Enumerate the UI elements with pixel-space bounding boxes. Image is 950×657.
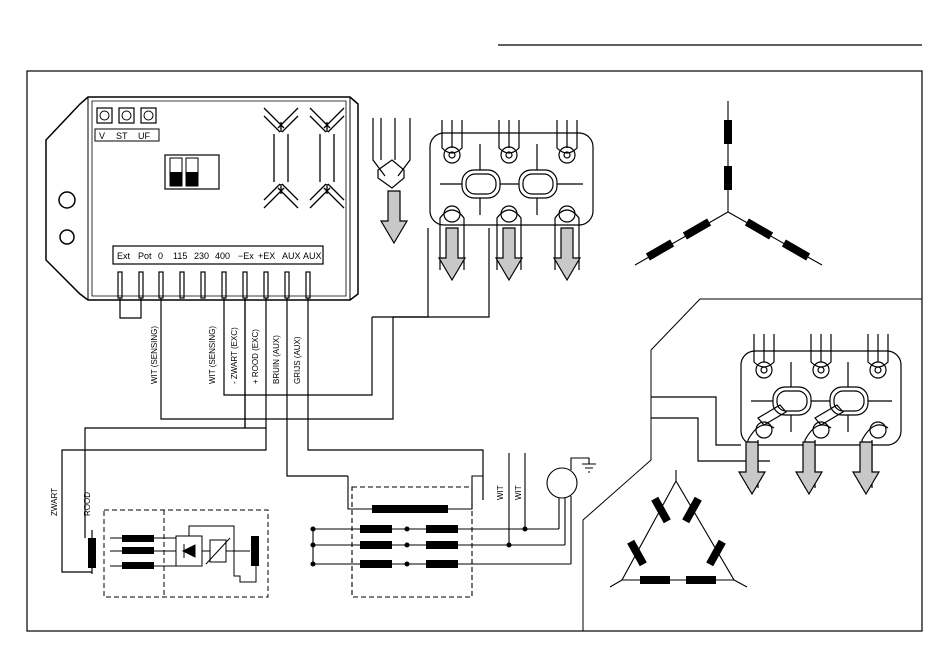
- wire-label-wit-sensing-1: WIT (SENSING): [150, 326, 159, 384]
- rectifier-icon: [310, 108, 344, 208]
- wire-label-rood: ROOD: [83, 492, 92, 516]
- pot-v-icon: [97, 108, 112, 123]
- pot-label-v: V: [99, 131, 105, 141]
- terminal-label-aux-1: AUX: [282, 251, 301, 261]
- winding-u: [313, 525, 559, 533]
- pot-label-uf: UF: [138, 131, 150, 141]
- wire-label-wit-sensing-2: WIT (SENSING): [208, 326, 217, 384]
- stator-windings: [311, 453, 596, 597]
- rectifier-icon: [264, 108, 298, 208]
- terminal-label-230: 230: [194, 251, 209, 261]
- terminal-label-plus-ex: +EX: [258, 251, 275, 261]
- wire-label-bruin-aux: BRUIN (AUX): [272, 335, 281, 384]
- mounting-hole-icon: [60, 230, 74, 244]
- pot-st-icon: [119, 108, 134, 123]
- pot-uf-icon: [141, 108, 156, 123]
- terminal-label-400: 400: [215, 251, 230, 261]
- winding-v: [313, 541, 565, 549]
- wire-label-wit-2: WIT: [514, 485, 523, 500]
- terminal-label-115: 115: [173, 251, 187, 261]
- terminal-label-aux-2: AUX: [303, 251, 322, 261]
- exciter-field-coil: [88, 530, 96, 574]
- avr-wiring: [62, 228, 489, 572]
- terminal-label-pot: Pot: [138, 251, 152, 261]
- exciter-rotor: [104, 510, 268, 597]
- dip-switch-icon: [165, 155, 219, 189]
- wire-label-zwart-exc: - ZWART (EXC): [230, 327, 239, 384]
- terminal-label-ext: Ext: [117, 251, 131, 261]
- delta-connection: [610, 470, 747, 587]
- mounting-hole-icon: [59, 192, 75, 208]
- terminal-label-minus-ex: −Ex: [238, 251, 254, 261]
- terminal-label-0: 0: [158, 251, 163, 261]
- ground-sensor-icon: [547, 468, 577, 498]
- star-connection: [635, 101, 822, 265]
- wire-label-wit-1: WIT: [496, 485, 505, 500]
- avr-unit: V ST UF Ext Pot 0 115 230 400 −Ex: [46, 97, 358, 300]
- wire-label-zwart: ZWART: [50, 488, 59, 516]
- wire-label-grijs-aux: GRIJS (AUX): [293, 336, 302, 384]
- wire-label-rood-exc: + ROOD (EXC): [251, 329, 260, 384]
- pot-label-st: ST: [116, 131, 128, 141]
- cable-bundle: [373, 118, 410, 188]
